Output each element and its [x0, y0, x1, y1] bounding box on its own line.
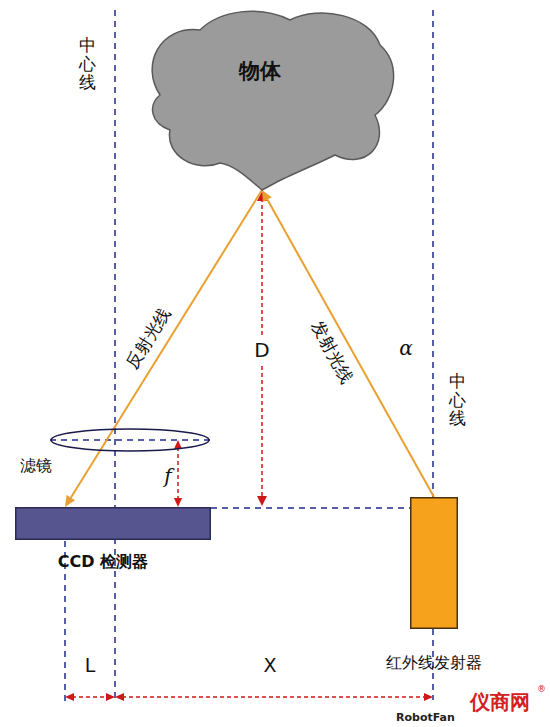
dimension-label: D — [251, 337, 272, 363]
watermark: RobotFan — [396, 711, 455, 724]
light-ray — [262, 190, 434, 497]
ccd-detector: CCD 检测器 — [15, 507, 211, 540]
node-label: CCD 检测器 — [58, 552, 148, 573]
dimension-label: L — [85, 654, 96, 676]
dimension-arrows — [65, 191, 433, 701]
ray-label: 反射光线 — [120, 304, 176, 374]
dimension-label: X — [263, 654, 276, 676]
dimension-label: f — [164, 464, 171, 488]
filter-lens-shape — [50, 428, 210, 452]
arrowhead — [65, 495, 75, 507]
center-line-label: 中心线 — [79, 36, 96, 92]
center-lines — [50, 10, 433, 705]
ir-emitter-shape — [410, 497, 458, 629]
ray-label: 发射光线 — [306, 317, 359, 388]
object-blob-shape — [140, 5, 400, 193]
ccd-detector-shape — [15, 507, 211, 540]
ir-emitter: 红外线发射器 — [410, 497, 458, 629]
watermark: 仪商网 — [470, 689, 530, 716]
object-blob: 物体 — [140, 5, 400, 193]
light-ray — [65, 190, 262, 507]
filter-lens: 滤镜 — [50, 428, 210, 452]
ray-line — [71, 190, 262, 498]
ray-line — [267, 200, 434, 497]
watermark: ® — [537, 684, 546, 694]
node-label: 物体 — [239, 57, 281, 85]
node-label: 红外线发射器 — [386, 653, 482, 674]
node-label: 滤镜 — [20, 456, 52, 477]
center-line-label: 中心线 — [449, 372, 466, 428]
dimension-lines — [72, 198, 426, 697]
angle-label: α — [399, 336, 413, 360]
